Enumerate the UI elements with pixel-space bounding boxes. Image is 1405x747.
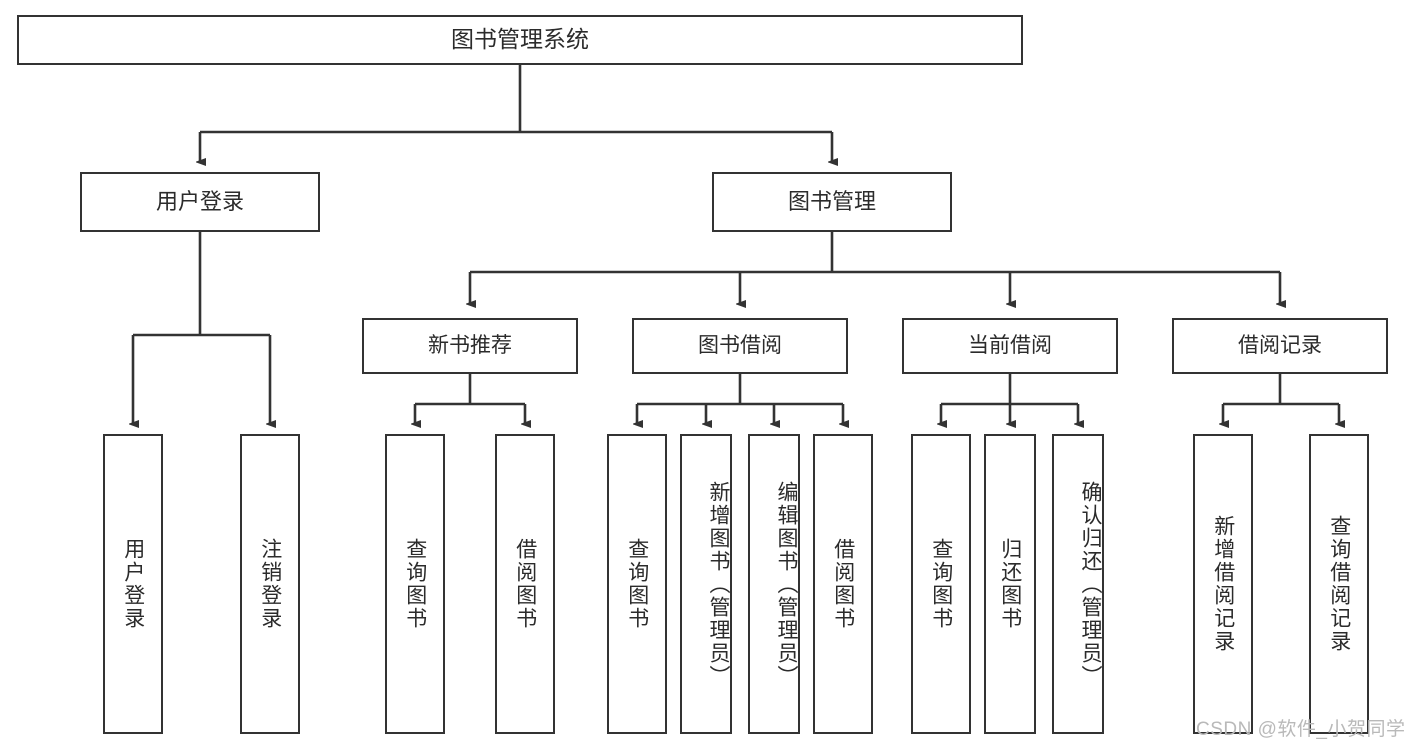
node-leaf-query-book-1[interactable]: 查询图书 (385, 434, 445, 734)
node-book-borrow[interactable]: 图书借阅 (632, 318, 848, 374)
node-leaf-return-book[interactable]: 归还图书 (984, 434, 1036, 734)
node-book-manage[interactable]: 图书管理 (712, 172, 952, 232)
node-leaf-query-record[interactable]: 查询借阅记录 (1309, 434, 1369, 734)
node-leaf-user-login-label: 用户登录 (121, 538, 145, 630)
node-book-manage-label: 图书管理 (787, 188, 876, 214)
node-leaf-borrow-book-1[interactable]: 借阅图书 (495, 434, 555, 734)
node-leaf-add-book-label: 新增图书（管理员） (707, 480, 730, 688)
node-leaf-add-book[interactable]: 新增图书（管理员） (680, 434, 732, 734)
node-leaf-user-login[interactable]: 用户登录 (103, 434, 163, 734)
node-root[interactable]: 图书管理系统 (17, 15, 1023, 65)
node-leaf-confirm-return-label: 确认归还（管理员） (1079, 480, 1102, 688)
node-leaf-borrow-book-1-label: 借阅图书 (513, 538, 537, 630)
node-leaf-borrow-book-2[interactable]: 借阅图书 (813, 434, 873, 734)
node-root-label: 图书管理系统 (451, 26, 589, 53)
csdn-watermark: CSDN @软件_小贺同学 (1196, 719, 1405, 740)
node-borrow-record-label: 借阅记录 (1238, 334, 1322, 358)
node-leaf-edit-book[interactable]: 编辑图书（管理员） (748, 434, 800, 734)
node-leaf-return-book-label: 归还图书 (998, 538, 1022, 630)
node-leaf-borrow-book-2-label: 借阅图书 (831, 538, 855, 630)
node-leaf-add-record-label: 新增借阅记录 (1211, 515, 1235, 653)
node-leaf-confirm-return[interactable]: 确认归还（管理员） (1052, 434, 1104, 734)
node-leaf-query-record-label: 查询借阅记录 (1327, 515, 1351, 653)
node-leaf-query-book-2[interactable]: 查询图书 (607, 434, 667, 734)
node-current-borrow-label: 当前借阅 (968, 334, 1052, 358)
node-user-login-label: 用户登录 (155, 188, 244, 214)
node-leaf-query-book-3-label: 查询图书 (929, 538, 953, 630)
node-leaf-add-record[interactable]: 新增借阅记录 (1193, 434, 1253, 734)
node-leaf-edit-book-label: 编辑图书（管理员） (775, 480, 798, 688)
node-current-borrow[interactable]: 当前借阅 (902, 318, 1118, 374)
node-leaf-logout[interactable]: 注销登录 (240, 434, 300, 734)
node-new-book-rec-label: 新书推荐 (428, 334, 512, 358)
node-book-borrow-label: 图书借阅 (698, 334, 782, 358)
node-leaf-query-book-1-label: 查询图书 (403, 538, 427, 630)
node-leaf-query-book-2-label: 查询图书 (625, 538, 649, 630)
node-borrow-record[interactable]: 借阅记录 (1172, 318, 1388, 374)
node-leaf-logout-label: 注销登录 (258, 538, 282, 630)
node-new-book-rec[interactable]: 新书推荐 (362, 318, 578, 374)
node-leaf-query-book-3[interactable]: 查询图书 (911, 434, 971, 734)
node-user-login[interactable]: 用户登录 (80, 172, 320, 232)
